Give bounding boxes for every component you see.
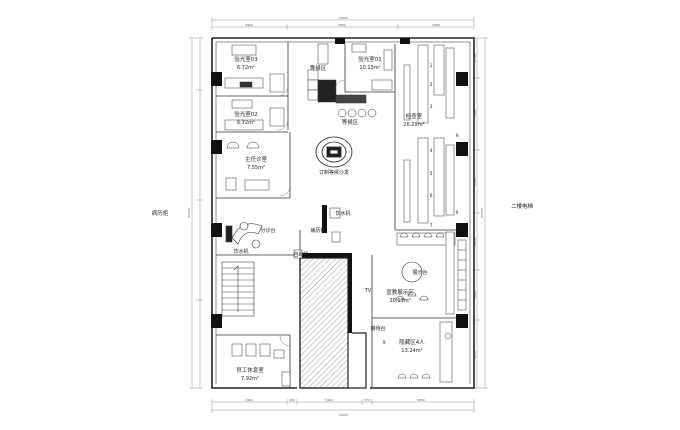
custom-sofa-round <box>315 136 353 168</box>
director-office-furniture <box>225 141 270 191</box>
station-num-9a: 9 <box>456 133 459 139</box>
test-room-02-furniture <box>224 99 285 131</box>
zone-labels: 等候区 等候区 订制等候沙发 分诊台 饮水机 病历柜 自助机 展示台 接待台 饮… <box>233 64 427 332</box>
dim-bottom-seg-4: 370 <box>364 398 370 402</box>
room-name-inspection: 检查室 <box>406 112 423 120</box>
door-swings <box>277 79 346 347</box>
triage-desk <box>225 221 263 249</box>
dim-right-seg-6: 3270 <box>473 351 477 359</box>
dim-top-seg-1: 2960 <box>245 23 253 27</box>
dim-top-total: 13000 <box>338 16 348 20</box>
right-wall-shelves <box>445 231 467 315</box>
bottom-dimension-line <box>211 399 475 413</box>
top-dimension-line <box>211 17 475 30</box>
station-num-5: 5 <box>430 171 433 177</box>
room-name-director: 主任诊室 <box>245 155 268 163</box>
dim-right-seg-1: 2700 <box>473 54 477 62</box>
dim-right-total: 22500 <box>480 208 484 218</box>
dim-bottom-seg-3: 5400 <box>325 398 333 402</box>
dim-right-seg-4: 4950 <box>473 238 477 246</box>
test-room-03-furniture <box>224 44 285 93</box>
zone-waiting-mid: 等候区 <box>342 118 359 126</box>
zone-reception: 接待台 <box>370 325 385 332</box>
zone-tv: TV <box>364 288 372 294</box>
hidden-area-furniture <box>397 321 453 383</box>
station-num-2: 2 <box>430 82 433 88</box>
room-name-test-01: 验光室01 <box>358 55 382 63</box>
dim-left-total: 22500 <box>187 208 191 218</box>
zone-triage: 分诊台 <box>260 227 275 234</box>
zone-self-service: 自助机 <box>293 251 308 258</box>
room-area-display: 20.13m² <box>389 298 410 304</box>
station-num-7: 7 <box>430 223 433 229</box>
structural-columns <box>211 38 468 328</box>
dim-top-seg-2: 5660 <box>338 23 346 27</box>
dim-right-seg-5: 3880 <box>473 291 477 299</box>
station-num-9b: 9 <box>456 210 459 216</box>
hatched-shaft <box>299 257 349 389</box>
zone-display-stand: 展示台 <box>412 269 427 276</box>
staff-lounge-furniture <box>231 343 291 387</box>
display-stand-round <box>395 261 429 301</box>
side-label-right: 二楼电梯 <box>511 202 534 210</box>
shaft-outline <box>299 258 367 389</box>
room-area-test-03: 6.72m² <box>237 65 255 71</box>
right-dimension-line <box>474 37 488 389</box>
room-area-test-01: 10.13m² <box>359 65 380 71</box>
dim-bottom-seg-1: 2960 <box>245 398 253 402</box>
room-area-inspection: 26.29m² <box>403 122 424 128</box>
room-name-test-02: 验光室02 <box>234 110 258 118</box>
zone-records: 病历柜 <box>310 227 325 234</box>
room-area-staff-lounge: 7.92m² <box>241 376 259 382</box>
room-labels: 验光室03 6.72m² 验光室01 10.13m² 验光室02 6.72m² … <box>234 55 425 382</box>
room-name-hidden: 隐藏区4人 <box>399 338 425 346</box>
test-room-01-furniture <box>351 43 393 91</box>
station-num-1: 1 <box>430 63 433 69</box>
station-num-4: 4 <box>430 148 433 154</box>
zone-water-2: 饮水机 <box>233 248 248 255</box>
waiting-seats-top <box>307 43 377 118</box>
left-dimension-line <box>189 37 203 389</box>
zone-custom-sofa: 订制等候沙发 <box>319 169 349 176</box>
dim-right-seg-3: 2400 <box>473 178 477 186</box>
stairwell <box>221 261 255 317</box>
room-name-staff-lounge: 员工休息室 <box>236 366 264 374</box>
room-area-test-02: 6.72m² <box>237 120 255 126</box>
room-name-test-03: 验光室03 <box>234 55 258 63</box>
station-num-3: 3 <box>430 104 433 110</box>
dim-bottom-seg-2: 420 <box>289 398 295 402</box>
dim-bottom-seg-5: 3850 <box>417 398 425 402</box>
room-name-display: 宣教展示区 <box>386 288 414 296</box>
dim-bottom-total: 13000 <box>338 413 348 417</box>
inspection-stations <box>396 44 456 246</box>
station-numbers: 1 2 3 4 5 6 7 9 9 9 <box>383 63 459 346</box>
small-cabinets <box>293 207 341 259</box>
thick-partitions <box>300 205 352 333</box>
station-num-6: 6 <box>430 193 433 199</box>
room-area-hidden: 13.24m² <box>401 348 422 354</box>
station-num-9c: 9 <box>383 340 386 346</box>
zone-waiting-top: 等候区 <box>310 64 327 72</box>
side-label-left: 病历柜 <box>152 209 169 217</box>
dim-top-seg-3: 4380 <box>432 23 440 27</box>
zone-water-1: 饮水机 <box>335 210 350 217</box>
room-area-director: 7.55m² <box>247 165 265 171</box>
dim-right-seg-2: 5300 <box>473 110 477 118</box>
